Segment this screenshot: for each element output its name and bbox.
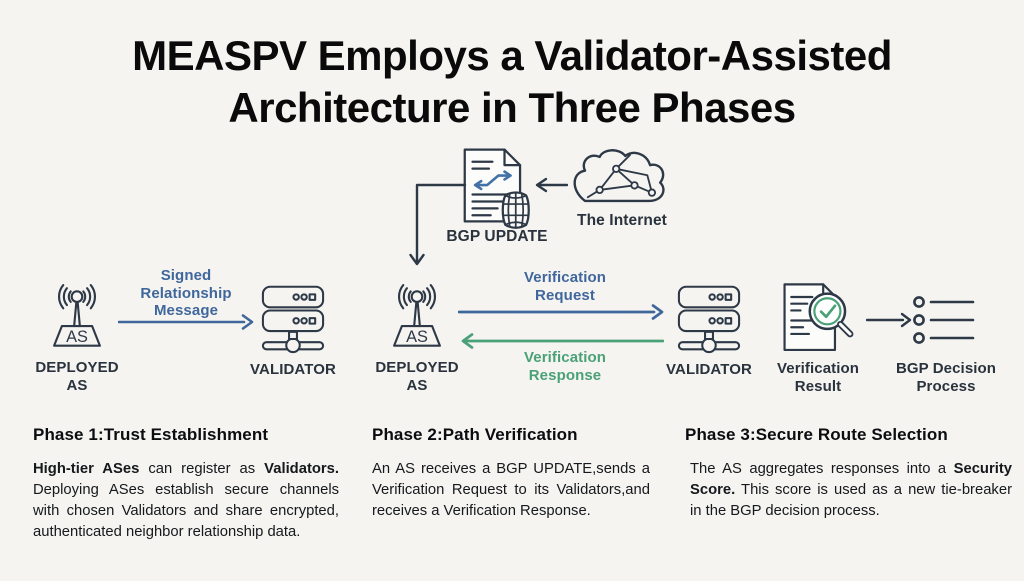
cloud-network-icon	[573, 149, 665, 203]
signed-relationship-message-label: Signed Relationship Message	[140, 267, 232, 319]
phase2-heading: Phase 2:Path Verification	[372, 425, 578, 444]
phase3-body: The AS aggregates responses into a Secur…	[690, 461, 1012, 519]
validator-server-icon-phase2	[677, 285, 741, 354]
verification-response-arrow	[461, 333, 664, 349]
barrel-icon	[501, 191, 530, 229]
magnifier-check-icon	[808, 292, 854, 338]
page-title: MEASPV Employs a Validator-Assisted Arch…	[0, 30, 1024, 134]
result-to-decision-arrow	[866, 312, 912, 328]
network-nodes	[595, 164, 657, 197]
bgp-update-document-icon	[463, 148, 530, 229]
verification-result-icon	[783, 283, 854, 352]
internet-label: The Internet	[577, 212, 667, 229]
deployed-as-icon-phase2: AS	[393, 284, 441, 347]
phase1-body: High-tier ASes can register as Validator…	[33, 461, 340, 540]
bgp-to-as-elbow-arrow	[409, 183, 467, 266]
as-icon-text: AS	[406, 328, 428, 346]
phase2-body: An AS receives a BGP UPDATE,sends a Veri…	[372, 461, 650, 519]
verification-request-label: Verification Request	[523, 269, 607, 304]
decision-list-icon	[913, 296, 975, 344]
bgp-decision-process-label: BGP Decision Process	[895, 360, 997, 395]
title-line-1: MEASPV Employs a Validator-Assisted	[132, 32, 892, 79]
phase1-heading: Phase 1:Trust Establishment	[33, 425, 269, 444]
title-line-2: Architecture in Three Phases	[228, 84, 796, 131]
cloud-outline	[573, 149, 665, 203]
checkmark-icon	[819, 304, 837, 319]
verification-response-label: Verification Response	[523, 349, 607, 384]
validator-label-phase1: VALIDATOR	[250, 361, 336, 378]
internet-to-bgp-arrow	[535, 177, 568, 193]
route-arrow-icon	[473, 170, 512, 191]
phase2-section: Phase 2:Path Verification An AS receives…	[372, 425, 650, 522]
deployed-as-icon-phase1: AS	[53, 284, 101, 347]
as-icon-text: AS	[66, 328, 88, 346]
verification-result-label: Verification Result	[776, 360, 860, 395]
phase3-heading: Phase 3:Secure Route Selection	[685, 425, 948, 444]
phase1-section: Phase 1:Trust Establishment High-tier AS…	[33, 425, 339, 543]
verification-request-arrow	[458, 304, 664, 320]
phase3-section: Phase 3:Secure Route Selection The AS ag…	[685, 425, 1015, 522]
bgp-update-label: BGP UPDATE	[446, 228, 548, 245]
document-fold	[503, 148, 522, 167]
deployed-as-label-phase2: DEPLOYED AS	[375, 359, 459, 394]
signal-wave-icon	[67, 290, 72, 303]
validator-label-phase2: VALIDATOR	[666, 361, 752, 378]
trust-registration-arrow	[118, 314, 254, 330]
validator-server-icon-phase1	[261, 285, 325, 354]
deployed-as-label-phase1: DEPLOYED AS	[35, 359, 119, 394]
